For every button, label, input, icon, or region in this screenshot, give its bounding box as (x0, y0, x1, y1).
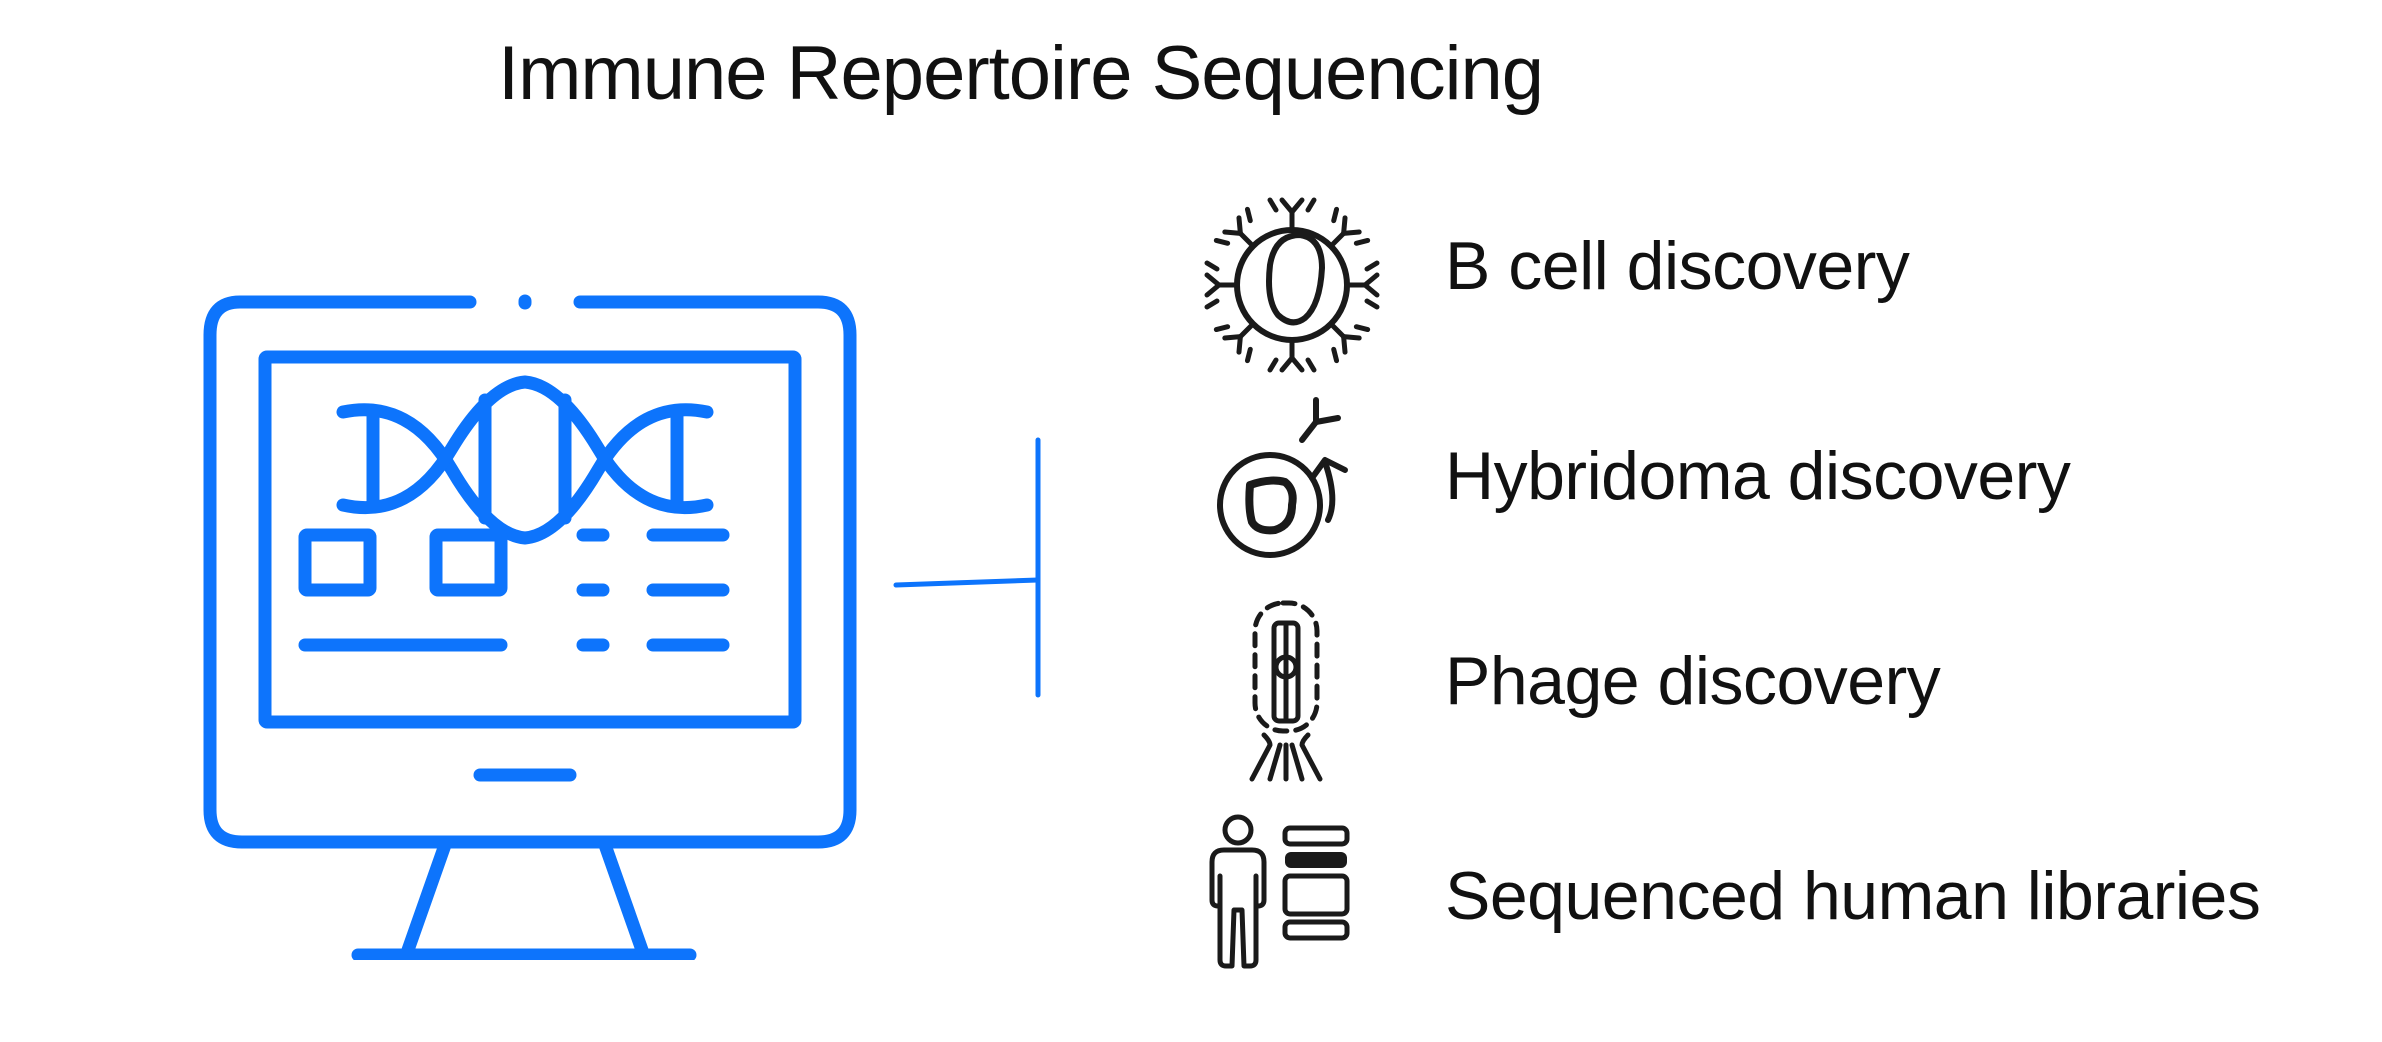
arrow-up-icon (1309, 457, 1348, 523)
list-item-sequenced-human-libraries: Sequenced human libraries (1200, 810, 2360, 1000)
method-label: Phage discovery (1445, 643, 1941, 719)
method-label: B cell discovery (1445, 228, 1910, 304)
library-stack-icon (1282, 825, 1350, 941)
list-item-hybridoma-discovery: Hybridoma discovery (1200, 390, 2360, 580)
hybridoma-cell-antibody-icon (1217, 397, 1348, 558)
b-cell-icon (1200, 197, 1390, 380)
phage-tail-fibers (1249, 732, 1323, 782)
person-icon (1209, 814, 1267, 969)
list-item-b-cell-discovery: B cell discovery (1200, 190, 2360, 380)
screen-box-2 (429, 528, 508, 597)
monitor-stand (351, 838, 697, 960)
antibody-icon (1299, 397, 1341, 443)
screen-frame (258, 350, 802, 729)
bacteriophage-icon (1249, 600, 1323, 782)
list-item-phage-discovery: Phage discovery (1200, 595, 2360, 785)
human-library-icon (1209, 814, 1350, 969)
page-title: Immune Repertoire Sequencing (498, 31, 1544, 116)
method-label: Hybridoma discovery (1445, 438, 2071, 514)
computer-monitor-with-dna-icon (203, 294, 857, 960)
screen-bullet-list (576, 528, 730, 652)
screen-box-1 (298, 528, 377, 597)
bracket-connector (893, 437, 1041, 698)
dna-helix-icon (336, 375, 714, 545)
method-label: Sequenced human libraries (1445, 858, 2261, 934)
